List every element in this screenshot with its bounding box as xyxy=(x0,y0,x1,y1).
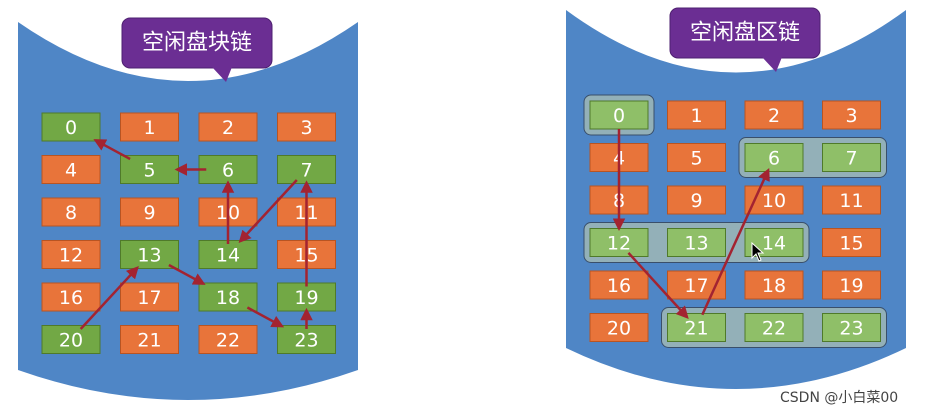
left-block-label-17: 17 xyxy=(137,287,161,309)
left-block-label-22: 22 xyxy=(216,330,240,352)
right-block-16-used xyxy=(589,270,649,300)
left-block-label-8: 8 xyxy=(65,202,77,224)
right-block-9-used xyxy=(667,185,726,215)
left-block-22-used xyxy=(198,325,258,354)
left-block-label-19: 19 xyxy=(294,287,318,309)
left-block-label-21: 21 xyxy=(137,330,161,352)
left-block-2-used xyxy=(198,112,258,142)
right-block-15-used xyxy=(822,228,881,257)
left-block-label-13: 13 xyxy=(137,245,161,267)
left-block-label-2: 2 xyxy=(222,117,234,139)
right-block-label-5: 5 xyxy=(690,148,702,170)
right-title-callout: 空闲盘区链 xyxy=(669,7,821,72)
left-block-16-used xyxy=(41,282,101,312)
right-block-6-free xyxy=(744,143,804,172)
right-block-2-used xyxy=(744,100,804,130)
right-block-label-7: 7 xyxy=(845,148,857,170)
left-block-label-7: 7 xyxy=(300,160,312,182)
left-chain-arrow-13-to-18 xyxy=(168,263,206,285)
left-block-13-free xyxy=(120,240,179,269)
right-block-13-free xyxy=(667,228,726,257)
right-block-label-18: 18 xyxy=(762,275,786,297)
right-chain-arrow-12-to-21 xyxy=(627,252,689,320)
right-block-label-13: 13 xyxy=(684,233,708,255)
left-block-9-used xyxy=(120,197,179,227)
left-block-label-0: 0 xyxy=(65,117,77,139)
right-block-label-12: 12 xyxy=(607,233,631,255)
left-block-label-3: 3 xyxy=(300,117,312,139)
right-block-23-free xyxy=(822,313,881,342)
left-block-label-20: 20 xyxy=(59,330,83,352)
right-block-label-1: 1 xyxy=(690,105,702,127)
left-chain-arrow-20-to-13 xyxy=(79,265,139,330)
right-block-0-free xyxy=(589,100,649,130)
left-block-18-free xyxy=(198,282,258,312)
left-block-label-6: 6 xyxy=(222,160,234,182)
left-chain-arrows xyxy=(79,139,313,330)
right-block-label-11: 11 xyxy=(839,190,863,212)
right-block-label-16: 16 xyxy=(607,275,631,297)
right-block-22-free xyxy=(744,313,804,342)
left-chain-arrow-18-to-23 xyxy=(246,306,285,328)
right-block-label-21: 21 xyxy=(684,318,708,340)
right-block-3-used xyxy=(822,100,881,130)
right-chain-arrows xyxy=(612,129,770,320)
left-block-17-used xyxy=(120,282,179,312)
right-block-7-free xyxy=(822,143,881,172)
left-block-4-used xyxy=(41,155,101,184)
right-block-11-used xyxy=(822,185,881,215)
left-block-label-18: 18 xyxy=(216,287,240,309)
right-block-label-6: 6 xyxy=(768,148,780,170)
right-block-label-23: 23 xyxy=(839,318,863,340)
right-block-label-14: 14 xyxy=(762,233,786,255)
right-block-label-15: 15 xyxy=(839,233,863,255)
right-chain-arrow-21-to-6 xyxy=(701,167,770,316)
left-block-label-16: 16 xyxy=(59,287,83,309)
left-block-label-9: 9 xyxy=(143,202,155,224)
right-block-5-used xyxy=(667,143,726,172)
left-block-label-23: 23 xyxy=(294,330,318,352)
left-title: 空闲盘块链 xyxy=(142,31,252,56)
left-block-23-free xyxy=(277,325,336,354)
right-block-19-used xyxy=(822,270,881,300)
right-block-20-used xyxy=(589,313,649,342)
right-block-label-2: 2 xyxy=(768,105,780,127)
right-block-18-used xyxy=(744,270,804,300)
watermark: CSDN @小白菜00 xyxy=(780,390,898,406)
left-block-label-5: 5 xyxy=(143,160,155,182)
right-block-label-3: 3 xyxy=(845,105,857,127)
left-title-callout: 空闲盘块链 xyxy=(121,17,273,82)
left-block-8-used xyxy=(41,197,101,227)
mouse-cursor-icon xyxy=(751,241,765,262)
right-block-label-9: 9 xyxy=(690,190,702,212)
left-block-12-used xyxy=(41,240,101,269)
right-block-label-0: 0 xyxy=(613,105,625,127)
right-block-label-22: 22 xyxy=(762,318,786,340)
right-block-label-19: 19 xyxy=(839,275,863,297)
right-block-label-10: 10 xyxy=(762,190,786,212)
left-block-label-4: 4 xyxy=(65,160,77,182)
left-chain-arrow-7-to-14 xyxy=(238,179,298,244)
left-block-1-used xyxy=(120,112,179,142)
left-block-3-used xyxy=(277,112,336,142)
right-block-12-free xyxy=(589,228,649,257)
left-block-20-free xyxy=(41,325,101,354)
left-block-21-used xyxy=(120,325,179,354)
right-block-label-20: 20 xyxy=(607,318,631,340)
left-block-label-12: 12 xyxy=(59,245,83,267)
right-title: 空闲盘区链 xyxy=(690,21,800,46)
left-chain-arrow-5-to-0 xyxy=(93,139,131,161)
right-block-1-used xyxy=(667,100,726,130)
left-block-label-1: 1 xyxy=(143,117,155,139)
left-block-label-14: 14 xyxy=(216,245,240,267)
left-block-0-free xyxy=(41,112,101,142)
right-block-label-17: 17 xyxy=(684,275,708,297)
